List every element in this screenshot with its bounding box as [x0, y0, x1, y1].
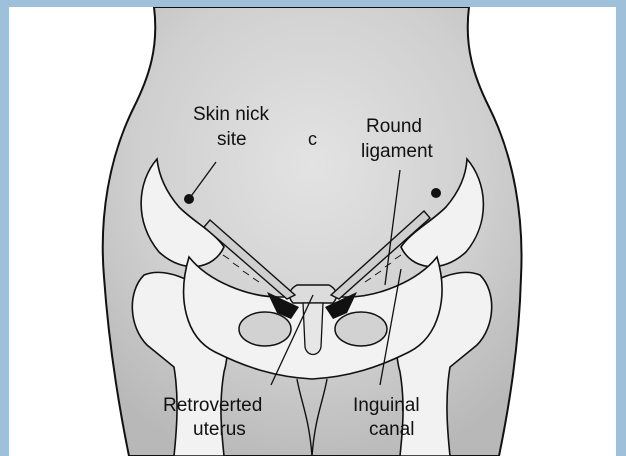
inguinal-label-line2: canal [369, 419, 414, 440]
uterus [290, 285, 337, 303]
inguinal-label-line1: Inguinal [353, 395, 420, 416]
pelvis-illustration: c Skin nick site Round ligament Retrover… [9, 7, 616, 456]
navel-mark: c [308, 129, 317, 149]
skin-nick-label-line2: site [217, 129, 247, 150]
skin-nick-label-line1: Skin nick [193, 104, 270, 125]
retroverted-label-line2: uterus [193, 419, 246, 440]
left-obturator [239, 312, 291, 346]
round-ligament-label-line2: ligament [361, 141, 434, 162]
right-skin-nick-dot [431, 188, 441, 198]
round-ligament-label-line1: Round [366, 116, 422, 137]
illustration-frame: c Skin nick site Round ligament Retrover… [9, 7, 616, 456]
right-obturator [335, 312, 387, 346]
retroverted-label-line1: Retroverted [163, 395, 262, 416]
